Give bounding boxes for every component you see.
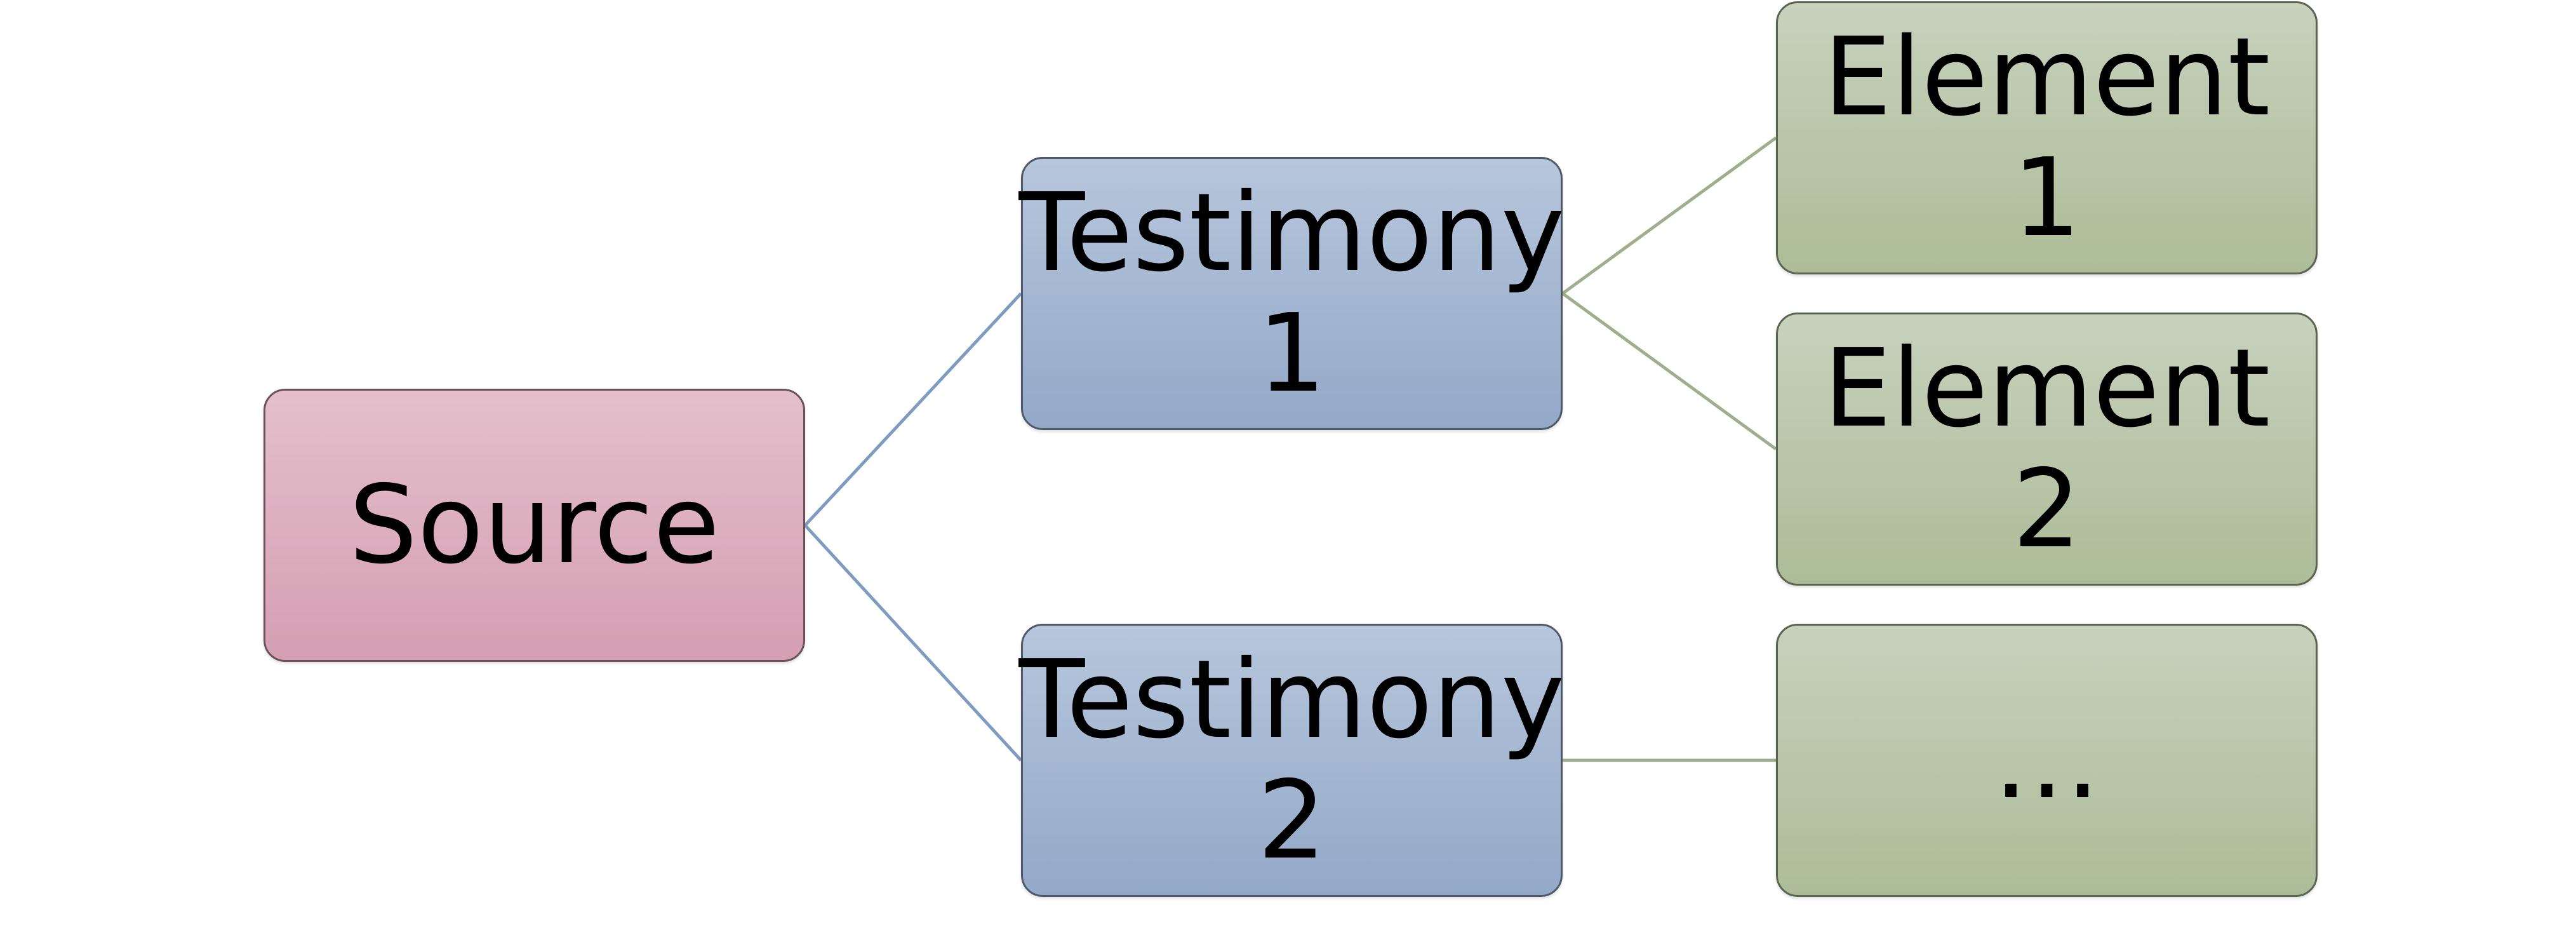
source-node: Source	[264, 389, 805, 662]
connector-source-testimony-1	[804, 292, 1022, 527]
testimony-2-label: Testimony 2	[1018, 636, 1565, 884]
connector-testimony-1-element-1	[1561, 136, 1777, 295]
testimony-1-node: Testimony 1	[1018, 157, 1565, 430]
source-label: Source	[349, 462, 720, 588]
element-more-label: …	[1992, 697, 2101, 823]
element-2-node: Element 2	[1776, 313, 2318, 586]
element-1-node: Element 1	[1776, 1, 2318, 274]
element-1-label: Element 1	[1823, 14, 2271, 261]
connector-source-testimony-2	[804, 524, 1022, 762]
element-2-label: Element 2	[1823, 325, 2271, 572]
element-more-node: …	[1776, 624, 2318, 897]
testimony-2-node: Testimony 2	[1018, 624, 1565, 897]
connector-testimony-1-element-2	[1561, 292, 1777, 451]
testimony-1-label: Testimony 1	[1018, 170, 1565, 417]
